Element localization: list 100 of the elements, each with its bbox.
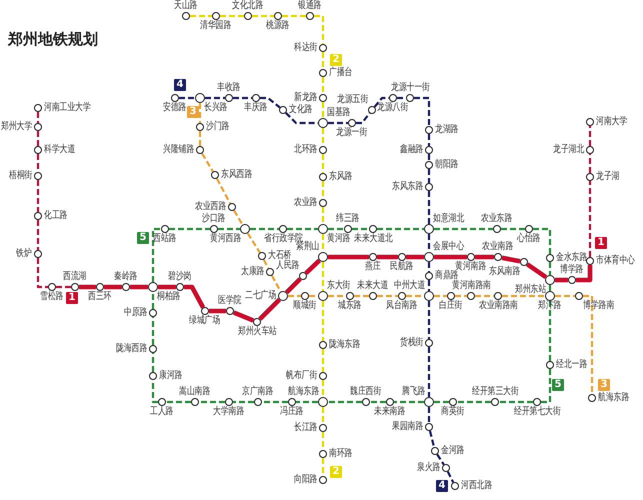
metro-line-segment xyxy=(287,228,318,230)
station-circle xyxy=(425,272,433,280)
metro-line-segment xyxy=(36,154,40,172)
metro-line-segment xyxy=(428,430,436,448)
station-name: 科达街 xyxy=(294,43,317,53)
metro-line-segment xyxy=(152,317,154,345)
station-circle xyxy=(386,398,394,406)
station-name: 航海东路 xyxy=(598,393,630,403)
metro-line-segment xyxy=(322,380,324,397)
metro-line-segment xyxy=(455,294,467,298)
metro-line-segment xyxy=(199,400,225,404)
station-circle xyxy=(369,292,377,300)
station-name: 长兴路 xyxy=(204,103,228,113)
metro-line-segment xyxy=(588,154,592,173)
station-name: 帆布厂街 xyxy=(286,371,317,381)
station-circle xyxy=(122,283,130,291)
metro-line-segment xyxy=(541,369,552,404)
metro-line-segment xyxy=(328,122,348,124)
line-number-badge: 1 xyxy=(595,237,607,249)
station-circle xyxy=(171,94,179,102)
metro-line-segment xyxy=(322,207,324,224)
station-circle xyxy=(319,146,327,154)
station-name: 黄河西路 xyxy=(210,234,241,244)
station-circle xyxy=(425,423,433,431)
metro-line-segment xyxy=(56,286,71,288)
metro-line-segment xyxy=(36,258,48,288)
station-name: 东风南路 xyxy=(488,267,520,277)
metro-line-segment xyxy=(475,294,494,298)
metro-line-segment xyxy=(322,432,324,450)
station-name: 农业西路 xyxy=(194,202,226,212)
metro-line-segment xyxy=(548,285,552,291)
station-circle xyxy=(318,291,328,301)
station-circle xyxy=(319,450,327,458)
station-name: 龙源一街 xyxy=(336,128,368,138)
map-title: 郑州地铁规划 xyxy=(8,30,98,49)
station-name: 沙门路 xyxy=(206,122,230,132)
station-name: 秦岭路 xyxy=(114,272,138,282)
station-name: 龙源八街 xyxy=(377,103,409,113)
station-name: 兴隆铺路 xyxy=(162,145,194,155)
metro-line-segment xyxy=(190,14,212,18)
station-name: 梧桐街 xyxy=(8,171,32,181)
metro-line-segment xyxy=(205,96,225,100)
metro-line-segment xyxy=(322,407,324,424)
station-circle xyxy=(362,398,370,406)
station-circle xyxy=(520,258,528,266)
line-number-badge: 2 xyxy=(330,466,342,478)
metro-line-segment xyxy=(428,191,430,224)
station-circle xyxy=(240,224,250,234)
station-circle xyxy=(71,283,79,291)
station-name: 燕庄 xyxy=(365,262,381,272)
metro-line-segment xyxy=(258,298,282,321)
station-name: 泉火路 xyxy=(416,463,440,473)
metro-line-segment xyxy=(314,14,324,44)
station-name: 鑫融路 xyxy=(400,145,423,155)
metro-line-segment xyxy=(252,14,274,18)
metro-line-segment xyxy=(184,284,206,309)
station-circle xyxy=(424,252,434,262)
station-circle xyxy=(545,291,555,301)
station-name: 城东路 xyxy=(338,301,362,311)
station-name: 冯庄路 xyxy=(280,407,304,417)
station-name: 河南工业大学 xyxy=(44,103,91,113)
station-name: 嵩山南路 xyxy=(179,387,211,397)
metro-line-segment xyxy=(502,256,520,264)
station-circle xyxy=(319,94,327,102)
station-name: 经开第七大街 xyxy=(514,407,560,417)
station-circle xyxy=(451,482,459,490)
station-circle xyxy=(319,424,327,432)
metro-line-segment xyxy=(428,134,430,146)
metro-line-segment xyxy=(246,232,261,254)
station-circle xyxy=(424,224,434,234)
metro-line-segment xyxy=(322,128,324,146)
station-name: 农业东路 xyxy=(481,214,513,224)
station-name: 铁炉 xyxy=(16,249,32,259)
station-name: 太康路 xyxy=(240,267,264,277)
station-circle xyxy=(425,161,433,169)
station-circle xyxy=(319,199,327,207)
station-name: 农业路 xyxy=(294,198,317,208)
station-circle xyxy=(398,292,406,300)
station-name: 新龙路 xyxy=(294,93,317,103)
metro-line-segment xyxy=(218,228,240,230)
metro-line-segment xyxy=(414,96,430,126)
station-circle xyxy=(575,292,583,300)
metro-line-segment xyxy=(322,154,324,173)
metro-line-segment xyxy=(36,180,40,212)
station-name: 西站路 xyxy=(153,234,177,244)
station-circle xyxy=(494,292,502,300)
station-name: 丰收路 xyxy=(217,83,241,93)
station-name: 医学院 xyxy=(218,296,242,306)
station-circle xyxy=(346,292,354,300)
station-circle xyxy=(225,398,233,406)
metro-line-segment xyxy=(262,400,288,404)
station-name: 商英街 xyxy=(441,407,465,417)
station-circle xyxy=(34,250,42,258)
station-name: 博学路南 xyxy=(583,301,614,311)
station-circle xyxy=(299,272,307,280)
metro-line-segment xyxy=(152,292,154,309)
station-name: 南环路 xyxy=(329,449,352,459)
station-circle xyxy=(182,12,190,20)
station-circle xyxy=(279,225,287,233)
metro-line-segment xyxy=(158,284,176,290)
